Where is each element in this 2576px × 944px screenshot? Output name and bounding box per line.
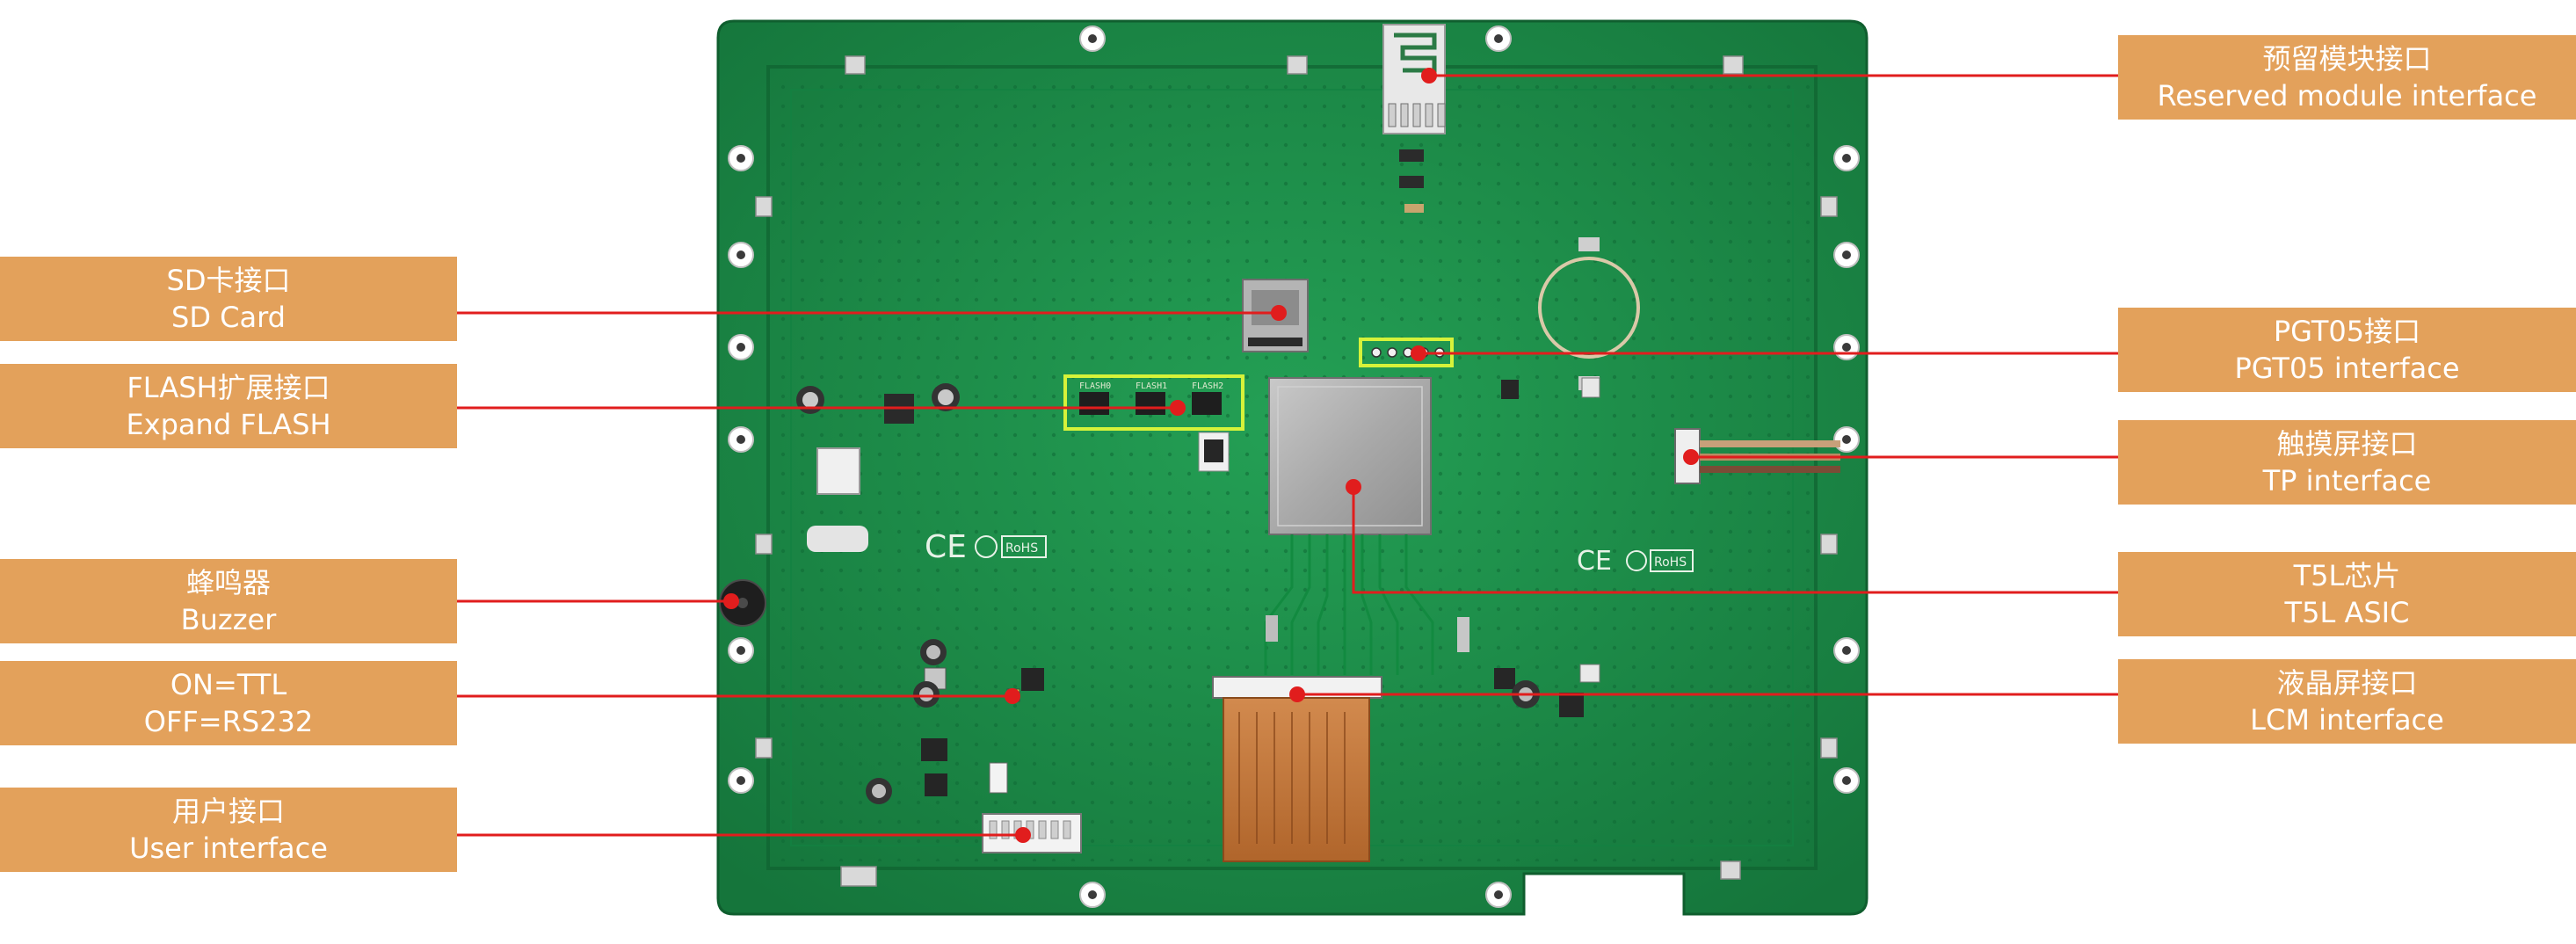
label-zh: 预留模块接口 (2262, 42, 2432, 76)
flash-chip-label: FLASH2 (1192, 381, 1223, 391)
label-sd-card: SD卡接口 SD Card (0, 257, 457, 341)
label-tp-interface: 触摸屏接口 TP interface (2118, 420, 2576, 505)
label-zh: 液晶屏接口 (2276, 666, 2418, 700)
label-en: TP interface (2262, 464, 2432, 497)
label-en: T5L ASIC (2284, 596, 2410, 629)
label-zh: 蜂鸣器 (185, 566, 271, 599)
label-zh: 触摸屏接口 (2276, 427, 2418, 461)
lcm-connector (1212, 676, 1382, 862)
mounting-holes (728, 25, 1860, 908)
label-zh: T5L芯片 (2293, 559, 2401, 592)
ce-mark: CE (925, 529, 967, 565)
user-interface-connector (982, 813, 1082, 853)
label-pgt05-interface: PGT05接口 PGT05 interface (2118, 308, 2576, 392)
label-line1: ON=TTL (170, 668, 287, 701)
certification-marks: CE RoHS CE RoHS (925, 529, 1694, 577)
flash-expansion-area: FLASH0 FLASH1 FLASH2 (1063, 374, 1244, 431)
label-en: User interface (129, 831, 328, 865)
label-en: Expand FLASH (126, 408, 331, 441)
label-en: PGT05 interface (2234, 352, 2460, 385)
label-zh: PGT05接口 (2273, 315, 2421, 348)
label-user-interface: 用户接口 User interface (0, 788, 457, 872)
t5l-asic-shield (1268, 377, 1432, 535)
label-t5l-asic: T5L芯片 T5L ASIC (2118, 552, 2576, 636)
label-buzzer: 蜂鸣器 Buzzer (0, 559, 457, 643)
ce-mark: CE (1577, 546, 1612, 577)
leader-endpoints (723, 68, 1699, 843)
label-ttl-rs232: ON=TTL OFF=RS232 (0, 661, 457, 745)
flash-chip-label: FLASH0 (1079, 381, 1111, 391)
label-zh: SD卡接口 (166, 264, 291, 297)
label-reserved-module: 预留模块接口 Reserved module interface (2118, 35, 2576, 120)
label-expand-flash: FLASH扩展接口 Expand FLASH (0, 364, 457, 448)
label-en: LCM interface (2250, 703, 2444, 737)
label-en: Buzzer (180, 603, 277, 636)
label-lcm-interface: 液晶屏接口 LCM interface (2118, 659, 2576, 744)
label-en: Reserved module interface (2157, 79, 2537, 113)
leader-lines (457, 74, 2118, 837)
flash-chip-label: FLASH1 (1136, 381, 1167, 391)
label-en: SD Card (171, 301, 286, 334)
label-zh: FLASH扩展接口 (127, 371, 330, 404)
label-zh: 用户接口 (171, 795, 285, 828)
label-line2: OFF=RS232 (143, 705, 314, 738)
buzzer-component (719, 579, 766, 627)
rohs-mark: RoHS (1005, 541, 1038, 556)
leader-t5l (1352, 487, 2118, 594)
rohs-mark: RoHS (1654, 556, 1687, 570)
